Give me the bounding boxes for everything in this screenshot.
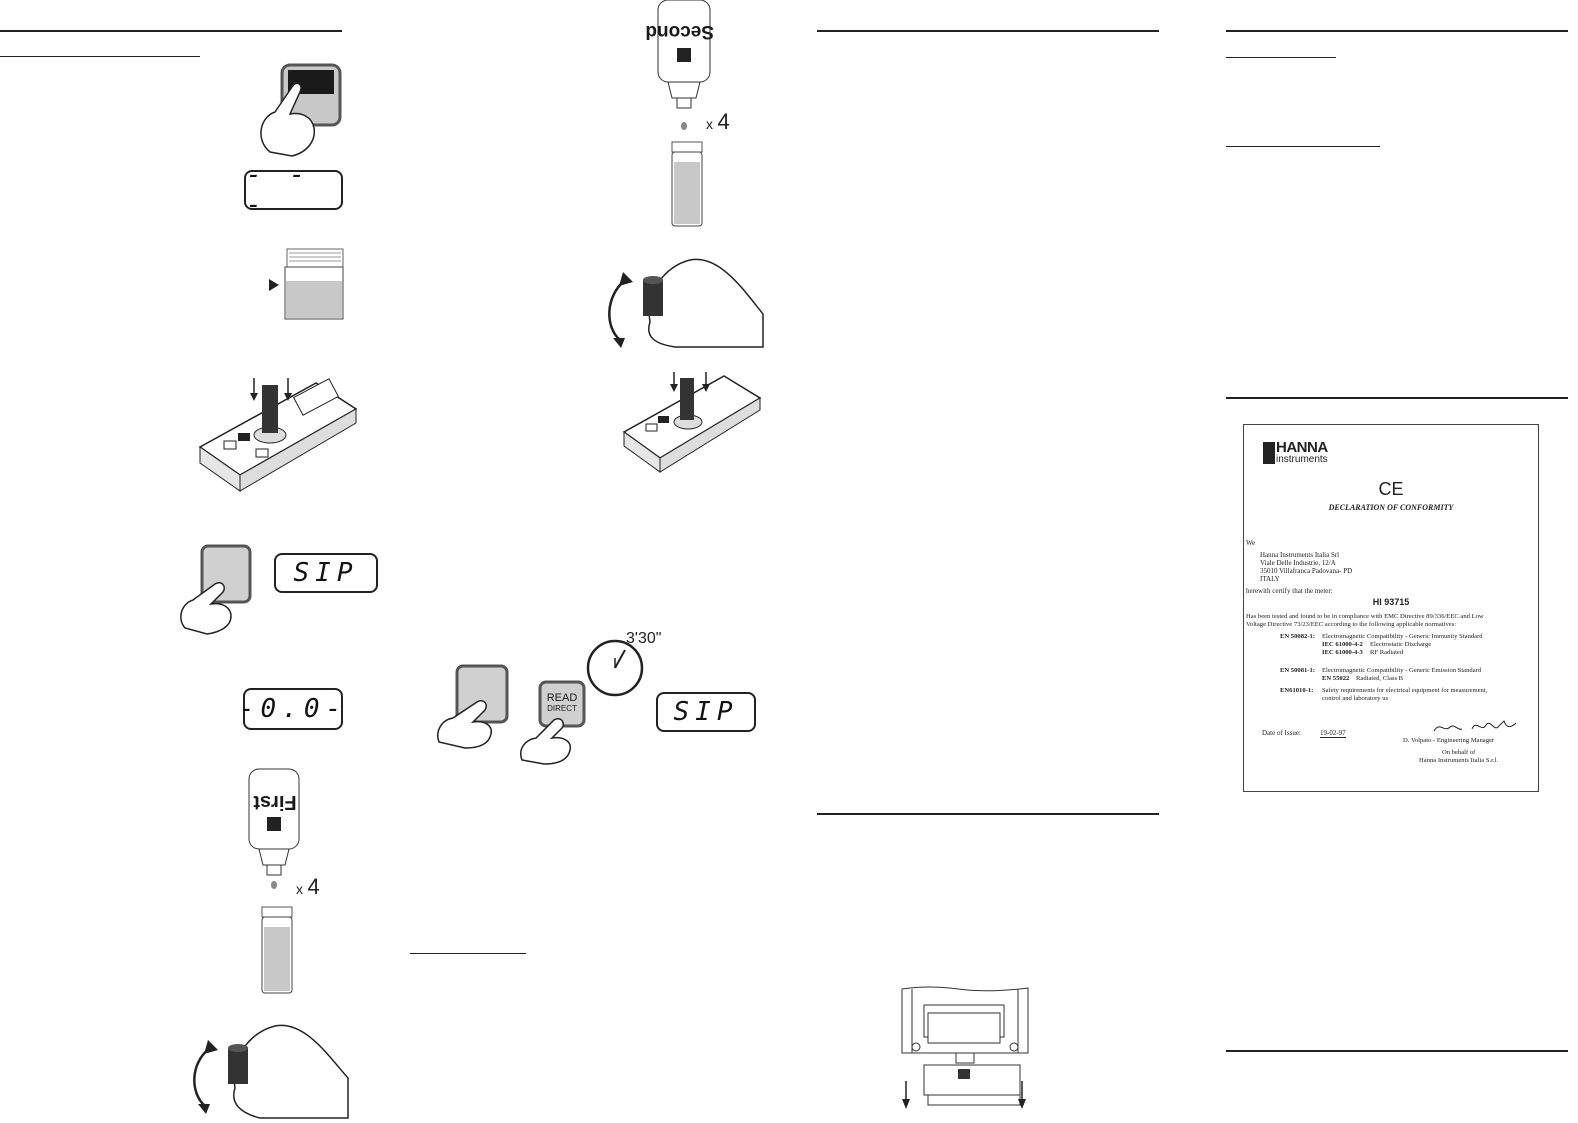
meter-insert-cuvette-icon-2 (622, 372, 762, 473)
panel2-section-underline (410, 953, 526, 954)
declaration-we: We (1246, 539, 1256, 547)
panel3-mid-rule (817, 813, 1159, 815)
panel3-top-rule (817, 30, 1159, 32)
standard-2-desc: Electromagnetic Compatibility - Generic … (1322, 667, 1482, 674)
timer-label: 3'30" (626, 630, 662, 647)
panel1-section-underline (0, 56, 200, 57)
timer-clock-icon (586, 639, 644, 697)
signer-name: D. Volpato - Engineering Manager (1403, 737, 1495, 744)
first-drops-count: x 4 (296, 874, 320, 900)
panel1-top-rule (0, 30, 342, 32)
panel4-underline-1 (1226, 57, 1336, 58)
shake-cuvette-icon-1 (193, 1024, 349, 1119)
second-drops-x: x (706, 116, 713, 132)
model-number: HI 93715 (1372, 597, 1410, 607)
panel4-underline-2 (1226, 146, 1380, 147)
standard-2a-desc: Radiated, Class B (1356, 675, 1404, 682)
tim-key-press-icon (437, 664, 509, 749)
read-direct-key-press-icon (520, 680, 586, 765)
standard-3-desc-1: Safety requirements for electrical equip… (1322, 687, 1488, 694)
second-cuvette-icon (671, 141, 703, 227)
on-behalf-of: On behalf of (1442, 749, 1476, 756)
hanna-logo-mark (1263, 442, 1275, 464)
cuvette-fill-icon (269, 248, 344, 320)
second-reagent-bottle-icon (657, 0, 711, 130)
declaration-of-conformity: HANNA instruments CE DECLARATION OF CONF… (1243, 424, 1539, 792)
first-reagent-bottle-icon (248, 768, 300, 889)
date-value: 19-02-97 (1320, 729, 1346, 738)
second-drops-count: x 4 (706, 109, 730, 135)
certify-line: herewith certify that the meter: (1246, 587, 1333, 595)
display-zero: -0.0- (239, 688, 343, 730)
date-label: Date of Issue: (1262, 729, 1301, 737)
display-blank: - - - (244, 160, 343, 220)
address-line-3: 35010 Villafranca Padovana- PD (1260, 567, 1353, 575)
power-key-press-icon (260, 63, 342, 157)
standard-1-desc: Electromagnetic Compatibility - Generic … (1322, 633, 1483, 640)
shake-cuvette-icon-2 (608, 258, 764, 348)
first-drops-x: x (296, 881, 303, 897)
signature-icon (1433, 720, 1517, 732)
standard-2-code: EN 50081-1: (1280, 667, 1315, 674)
read-direct-label-direct: DIRECT (547, 704, 577, 713)
standard-3-code: EN61010-1: (1280, 687, 1314, 694)
address-line-2: Viale Delle Industrie, 12/A (1260, 559, 1336, 567)
compliance-line-2: Voltage Directive 73/23/EEC according to… (1246, 621, 1457, 628)
panel4-mid-rule (1226, 397, 1568, 399)
first-bottle-label: First (253, 791, 297, 813)
standard-1b-code: IEC 61000-4-3 (1322, 649, 1363, 656)
second-drops-number: 4 (717, 109, 730, 134)
display-sip: SIP (274, 553, 378, 593)
standard-1a-code: IEC 61000-4-2 (1322, 641, 1363, 648)
battery-compartment-icon (901, 986, 1029, 1109)
standard-1-code: EN 50082-1: (1280, 633, 1315, 640)
read-direct-label-read: READ (546, 692, 578, 704)
display-sip-2: SIP (656, 692, 756, 732)
address-line-4: ITALY (1260, 575, 1280, 583)
first-drops-number: 4 (307, 874, 320, 899)
hanna-logo-text: HANNA (1276, 439, 1328, 456)
first-cuvette-icon (261, 906, 293, 994)
hanna-logo-subtext: instruments (1276, 454, 1328, 465)
standard-1a-desc: Electrostatic Discharge (1370, 641, 1432, 648)
address-line-1: Hanna Instruments Italia Srl (1260, 551, 1340, 559)
company-name: Hanna Instruments Italia S.r.l. (1419, 757, 1499, 764)
ce-mark: CE (1378, 479, 1404, 499)
panel4-bottom-rule (1226, 1050, 1568, 1052)
declaration-title: DECLARATION OF CONFORMITY (1328, 503, 1454, 512)
panel4-top-rule (1226, 30, 1568, 32)
standard-2a-code: EN 55022 (1322, 675, 1350, 682)
standard-1b-desc: RF Radiated (1370, 649, 1404, 656)
compliance-line-1: Has been tested and found to be in compl… (1246, 613, 1484, 620)
second-bottle-label: Second (645, 21, 714, 42)
standard-3-desc-2: control and laboratory us (1322, 695, 1389, 702)
meter-insert-cuvette-icon (198, 378, 358, 492)
zero-key-press-icon (180, 544, 252, 635)
